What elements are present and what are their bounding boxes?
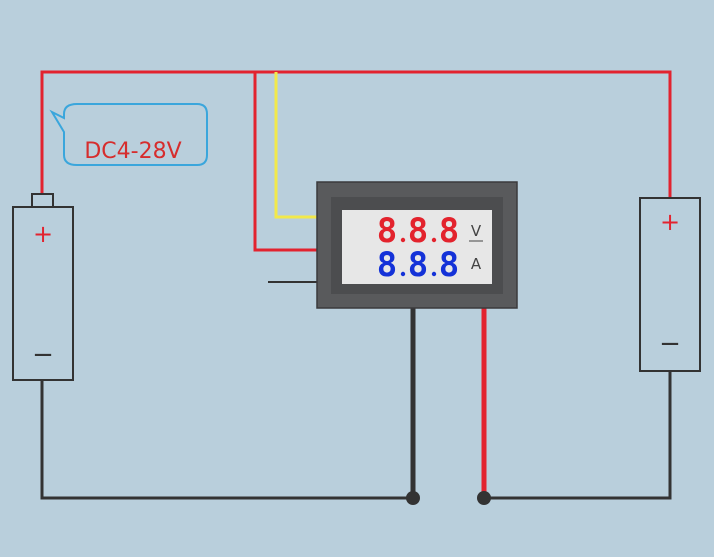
panel-meter: 8 8 8 V 8 8 8 A <box>316 181 518 309</box>
current-digit-1: 8 <box>377 245 397 285</box>
current-decimal-point-2 <box>431 271 437 277</box>
load-battery: + − <box>639 197 701 372</box>
source-battery-terminal <box>31 193 54 208</box>
red-wire-meter-power <box>253 72 318 252</box>
meter-screen <box>342 210 492 284</box>
load-junction-dot <box>477 491 491 505</box>
load-battery-minus: − <box>659 329 681 359</box>
voltage-decimal-point-1 <box>400 237 406 243</box>
source-battery-body <box>12 206 74 381</box>
voltage-digit-3: 8 <box>439 211 459 251</box>
voltage-decimal-point-2 <box>431 237 437 243</box>
red-wire-top-loop <box>40 70 672 198</box>
source-battery-minus: − <box>32 340 54 370</box>
current-digit-2: 8 <box>408 245 428 285</box>
load-battery-plus: + <box>660 208 680 236</box>
voltage-digit-1: 8 <box>377 211 397 251</box>
callout-bubble <box>49 103 208 166</box>
black-wire-ground <box>40 380 413 500</box>
source-battery: + − <box>12 193 74 381</box>
voltage-digit-2: 8 <box>408 211 428 251</box>
ground-junction-dot <box>406 491 420 505</box>
current-unit-label: A <box>471 255 482 273</box>
current-decimal-point-1 <box>400 271 406 277</box>
voltage-unit-label: V <box>471 222 482 240</box>
load-battery-body <box>639 197 701 372</box>
callout-text: DC4-28V <box>84 139 181 164</box>
voltage-range-callout: DC4-28V <box>49 103 208 166</box>
yellow-wire-voltage-sense <box>274 72 318 219</box>
red-wires <box>40 70 672 252</box>
current-digit-3: 8 <box>439 245 459 285</box>
source-battery-plus: + <box>33 220 53 248</box>
black-wire-load-return <box>484 371 672 500</box>
